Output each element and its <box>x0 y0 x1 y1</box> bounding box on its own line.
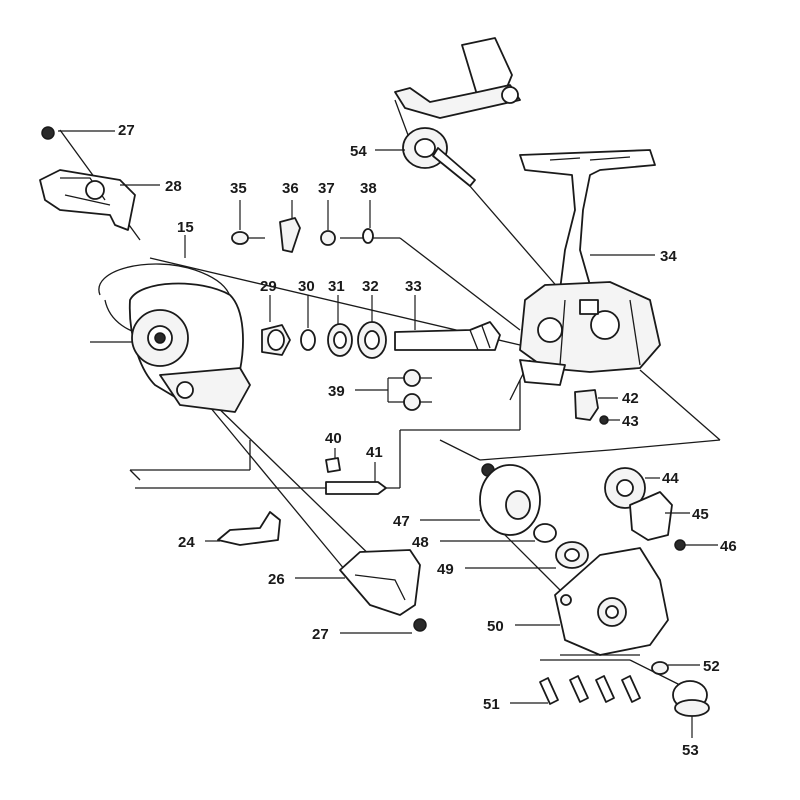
rotor-cup <box>98 263 251 413</box>
bail-arm-upper <box>39 126 136 231</box>
label-52: 52 <box>703 658 720 675</box>
bail-arm-lower <box>217 511 427 632</box>
label-33: 33 <box>405 278 422 295</box>
label-32: 32 <box>362 278 379 295</box>
drive-gear-group <box>479 463 589 569</box>
label-53: 53 <box>682 742 699 759</box>
label-36: 36 <box>282 180 299 197</box>
label-48: 48 <box>412 534 429 551</box>
label-24: 24 <box>178 534 195 551</box>
label-42: 42 <box>622 390 639 407</box>
label-35: 35 <box>230 180 247 197</box>
label-54: 54 <box>350 143 367 160</box>
leader-lines <box>58 130 718 738</box>
main-shaft-parts <box>261 321 501 359</box>
label-39: 39 <box>328 383 345 400</box>
label-34: 34 <box>660 248 677 265</box>
label-40: 40 <box>325 430 342 447</box>
small-parts-39-41 <box>325 369 432 495</box>
label-26: 26 <box>268 571 285 588</box>
label-28: 28 <box>165 178 182 195</box>
label-15: 15 <box>177 219 194 236</box>
small-parts-42-46 <box>574 389 686 551</box>
label-31: 31 <box>328 278 345 295</box>
small-parts-35-38 <box>231 217 374 253</box>
label-44: 44 <box>662 470 679 487</box>
part-number-labels: 27 28 15 35 36 37 38 54 34 29 30 31 32 3… <box>118 122 737 759</box>
label-27-bottom: 27 <box>312 626 329 643</box>
label-41: 41 <box>366 444 383 461</box>
label-43: 43 <box>622 413 639 430</box>
label-29: 29 <box>260 278 277 295</box>
label-30: 30 <box>298 278 315 295</box>
label-38: 38 <box>360 180 377 197</box>
label-50: 50 <box>487 618 504 635</box>
label-45: 45 <box>692 506 709 523</box>
reel-body-frame <box>519 149 661 386</box>
side-cover-group <box>539 547 710 717</box>
label-37: 37 <box>318 180 335 197</box>
label-46: 46 <box>720 538 737 555</box>
label-47: 47 <box>393 513 410 530</box>
label-49: 49 <box>437 561 454 578</box>
handle-assembly <box>394 37 521 187</box>
label-51: 51 <box>483 696 500 713</box>
label-27-top: 27 <box>118 122 135 139</box>
